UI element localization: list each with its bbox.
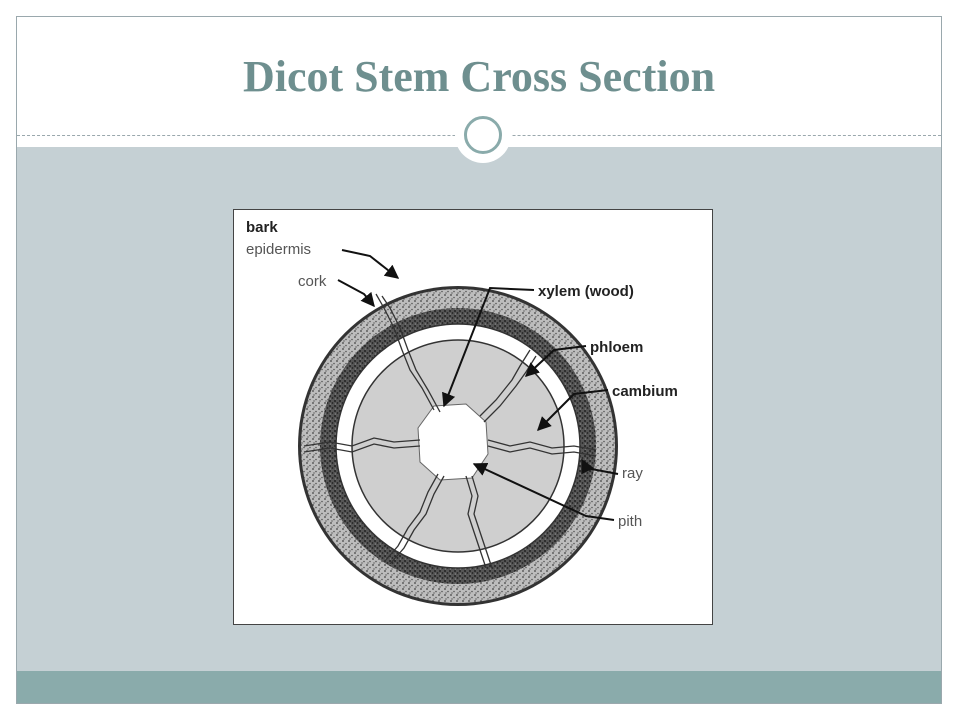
arrow-phloem [524,345,587,377]
circle-emblem-icon [455,107,511,163]
label-bark: bark [246,219,278,236]
footer-bar [17,671,941,703]
label-cork: cork [298,273,327,290]
arrow-ray [581,458,619,475]
label-phloem: phloem [590,339,643,356]
arrow-pith [472,462,615,521]
label-cambium: cambium [612,383,678,400]
label-epidermis: epidermis [246,241,311,258]
rays [303,293,597,569]
arrow-epidermis [341,249,400,279]
label-ray: ray [622,465,643,482]
slide-frame: Dicot Stem Cross Section [16,16,942,704]
slide-title: Dicot Stem Cross Section [242,52,716,101]
arrow-cambium [537,389,609,431]
diagram-labels: bark epidermis cork xylem (wood) phloem … [246,219,678,530]
pith-core [417,403,489,481]
stem-diagram-svg: bark epidermis cork xylem (wood) phloem … [246,219,678,606]
arrow-xylem [442,286,535,408]
leader-arrows [337,249,619,521]
label-pith: pith [618,513,642,530]
label-xylem: xylem (wood) [538,283,634,300]
arrow-cork [337,279,375,308]
stem-diagram: bark epidermis cork xylem (wood) phloem … [233,209,713,625]
